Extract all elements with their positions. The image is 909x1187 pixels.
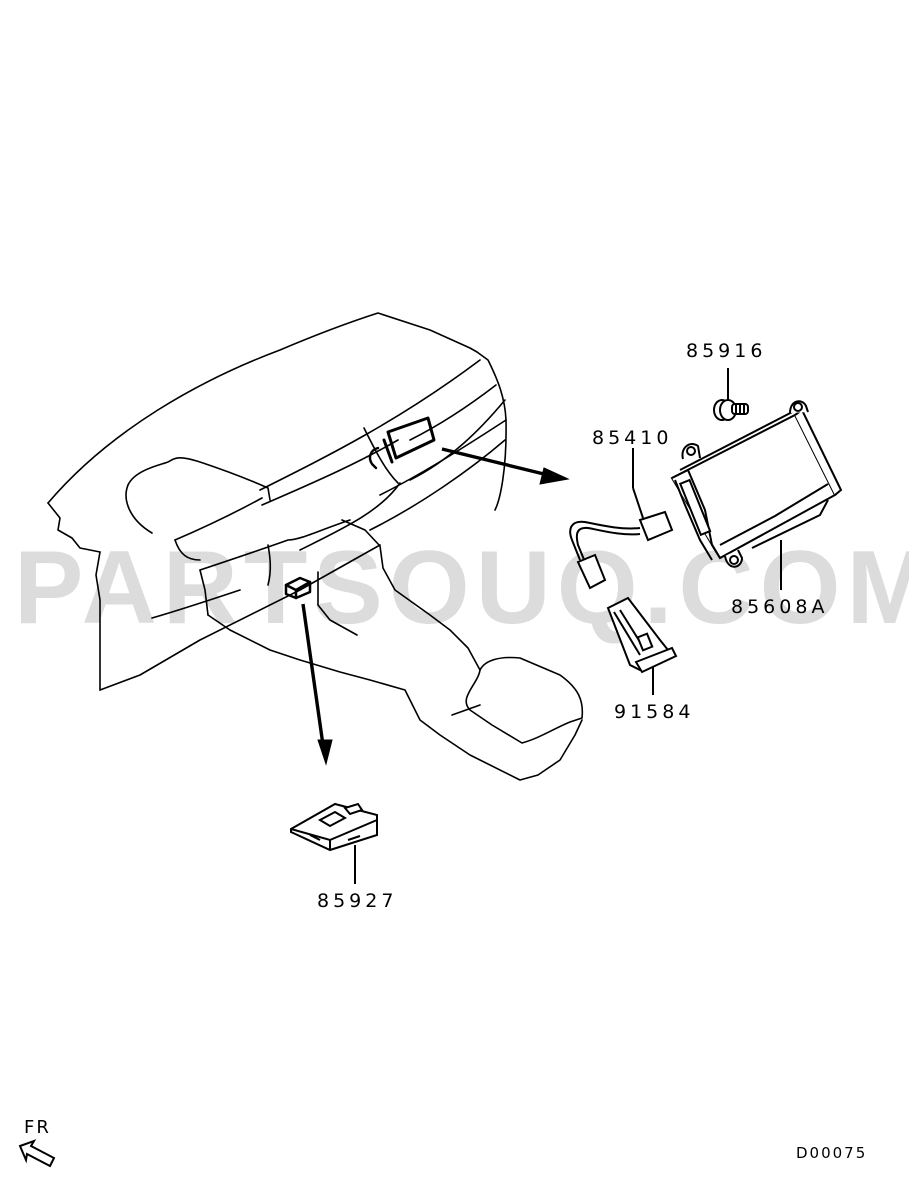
arrow-to-unit xyxy=(441,447,549,477)
callout-85410[interactable]: 85410 xyxy=(592,427,673,449)
switch-85927 xyxy=(290,802,378,852)
bolt-85916 xyxy=(713,399,749,421)
front-direction-arrow-icon xyxy=(18,1139,56,1168)
arrow-to-switch xyxy=(301,603,325,746)
wiring-harness-85410 xyxy=(569,510,674,590)
console-outline xyxy=(465,656,584,744)
socket-91584 xyxy=(606,596,678,674)
diagram-code: D00075 xyxy=(796,1144,868,1162)
arrowhead-right-icon xyxy=(539,467,570,485)
arrowhead-down-icon xyxy=(317,739,333,766)
callout-91584[interactable]: 91584 xyxy=(614,701,695,723)
callout-85608A[interactable]: 85608A xyxy=(731,596,829,618)
callout-85916[interactable]: 85916 xyxy=(686,340,767,362)
callout-85927[interactable]: 85927 xyxy=(317,890,398,912)
dashboard-outline xyxy=(47,312,507,511)
watermark: PARTSOUQ.COM xyxy=(14,530,909,646)
control-unit-85608A xyxy=(670,400,843,568)
orientation-label: FR xyxy=(24,1117,51,1138)
